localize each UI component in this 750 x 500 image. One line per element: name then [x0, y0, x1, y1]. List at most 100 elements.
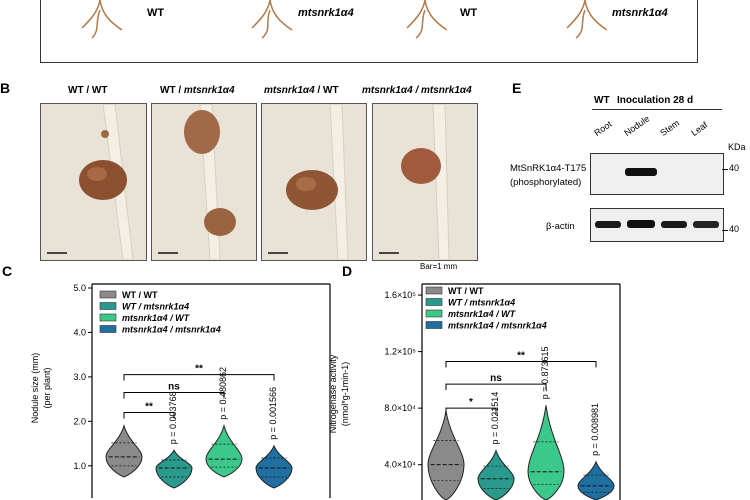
p-value-label: p = 0.008981 [590, 403, 600, 456]
blot-row1-label-a: MtSnRK1α4-T175 [510, 163, 587, 174]
p-value-label: p = 0.873615 [540, 346, 550, 399]
panel-a-label-mutant-1: mtsnrk1α4 [298, 7, 354, 19]
actin-band-stem [661, 221, 687, 228]
significance-label: ** [145, 401, 153, 412]
significance-label: * [469, 397, 473, 408]
violin-shape [155, 449, 193, 489]
scale-bar [47, 252, 67, 254]
legend-entry: WT / mtsnrk1α4 [122, 302, 189, 312]
kda-label: KDa [728, 142, 746, 152]
nodule-photo-1 [40, 103, 147, 261]
lane-label-stem: Stem [658, 117, 682, 138]
actin-band-root [595, 221, 621, 228]
marker-40-row2: 40 [729, 224, 740, 234]
legend-entry: WT / WT [448, 286, 484, 296]
scale-bar [379, 252, 399, 254]
violin-shape [205, 423, 243, 478]
panel-letter: C [2, 263, 12, 279]
p-value-label: p = 0.021514 [490, 392, 500, 445]
significance-bracket [123, 411, 175, 419]
legend-swatch [425, 309, 443, 318]
actin-band-leaf [693, 221, 719, 228]
condition-underline [592, 109, 722, 110]
panel-b-letter: B [0, 80, 11, 96]
violin-shape [427, 410, 465, 500]
legend-entry: mtsnrk1α4 / mtsnrk1α4 [448, 321, 547, 331]
marker-tick-2 [722, 230, 728, 231]
legend-entry: mtsnrk1α4 / WT [448, 309, 517, 319]
legend-swatch [425, 321, 443, 329]
legend-swatch [99, 302, 117, 310]
legend-entry: WT / mtsnrk1α4 [448, 298, 515, 308]
panel-b-header-2: WT / mtsnrk1α4 [160, 85, 235, 96]
blot-row2-label: β-actin [546, 221, 575, 232]
marker-tick-1 [722, 169, 728, 170]
y-tick-label: 1.0 [73, 461, 86, 471]
y-tick-label: 4.0 [73, 327, 86, 337]
lane-label-nodule: Nodule [622, 113, 652, 138]
panel-a-label-wt-1: WT [147, 7, 165, 19]
panel-b-header-3: mtsnrk1α4 / WT [264, 85, 339, 96]
significance-label: ns [490, 373, 502, 384]
significance-bracket [123, 391, 225, 399]
significance-label: ns [168, 381, 180, 392]
scale-bar-note: Bar=1 mm [420, 262, 458, 271]
violin-shape [255, 444, 293, 489]
lane-label-leaf: Leaf [689, 119, 710, 138]
nodule-photo-2 [151, 103, 257, 261]
nitrogenase-violin-chart: D Nitrogenase activity(nmol*g-1min-1) 4.0×… [330, 263, 621, 500]
p-value-label: p = 0.003768 [168, 391, 178, 444]
blot-row1-label-b: (phosphorylated) [510, 177, 582, 188]
y-tick-label: 3.0 [73, 372, 86, 382]
y-tick-label: 4.0×10⁴ [384, 460, 416, 470]
significance-bracket [445, 360, 597, 368]
nodule-photo-3 [261, 103, 367, 261]
y-axis-label: (per plant) [42, 367, 52, 408]
panel-e-letter: E [512, 80, 522, 96]
significance-label: ** [517, 350, 525, 361]
y-axis-label: Nitrogenase activity [330, 354, 338, 433]
significance-label: ** [195, 364, 203, 375]
y-tick-label: 1.2×10⁵ [384, 347, 416, 357]
y-tick-label: 1.6×10⁵ [384, 290, 416, 300]
marker-40-row1: 40 [729, 163, 740, 173]
panel-a-label-wt-2: WT [460, 7, 478, 19]
y-tick-label: 8.0×10⁴ [384, 403, 416, 413]
legend-swatch [99, 290, 117, 299]
significance-bracket [445, 407, 497, 415]
violin-shape [527, 405, 565, 500]
scale-bar [158, 252, 178, 254]
panel-b-header-1: WT / WT [68, 85, 108, 96]
y-tick-label: 2.0 [73, 416, 86, 426]
y-axis-label: (nmol*g-1min-1) [340, 362, 350, 427]
nodule-band [625, 168, 657, 176]
legend-swatch [425, 298, 443, 306]
nodule-photo-4 [372, 103, 478, 261]
legend-entry: WT / WT [122, 290, 158, 300]
panel-letter: D [342, 263, 352, 279]
legend-entry: mtsnrk1α4 / mtsnrk1α4 [122, 325, 221, 335]
p-value-label: p = 0.480862 [218, 367, 228, 420]
scale-bar [268, 252, 288, 254]
legend-swatch [425, 286, 443, 295]
violin-shape [477, 448, 515, 500]
panel-a-label-mutant-2: mtsnrk1α4 [612, 7, 668, 19]
significance-bracket [123, 374, 275, 381]
y-tick-label: 5.0 [73, 283, 86, 293]
panel-a-frame [40, 0, 698, 63]
panel-b-header-4: mtsnrk1α4 / mtsnrk1α4 [362, 85, 472, 96]
blot-condition-wt: WT [594, 95, 610, 106]
actin-blot-membrane [590, 208, 724, 242]
phospho-blot-membrane [590, 153, 724, 195]
violin-shape [105, 423, 143, 478]
legend-swatch [99, 325, 117, 333]
lane-label-root: Root [592, 118, 614, 138]
panel-a-root-drawings [81, 0, 608, 39]
blot-condition: Inoculation 28 d [617, 95, 694, 106]
significance-bracket [445, 383, 547, 391]
legend-entry: mtsnrk1α4 / WT [122, 313, 191, 323]
p-value-label: p = 0.001566 [268, 387, 278, 440]
actin-band-nodule [627, 220, 655, 228]
violin-shape [577, 460, 615, 500]
